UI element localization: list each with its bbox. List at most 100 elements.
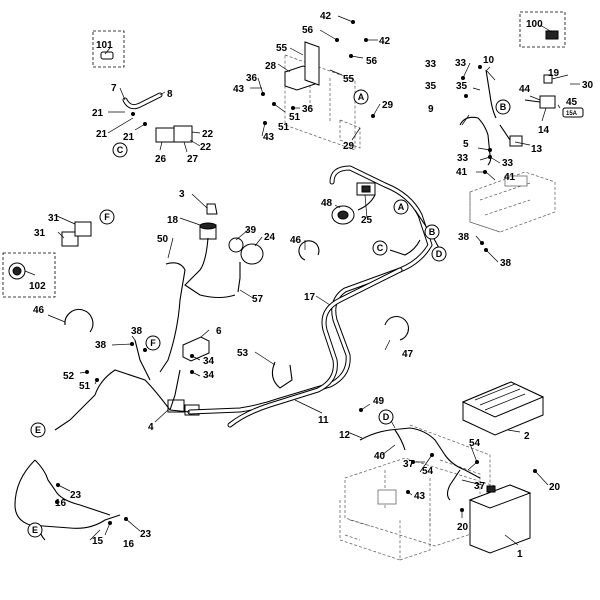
- harness-12: [359, 427, 481, 501]
- part-label: 19: [548, 68, 560, 79]
- part-label: 18: [167, 215, 179, 226]
- part-label: 46: [33, 305, 45, 316]
- ref-E-upper: [30, 422, 46, 438]
- part-label: 34: [203, 356, 215, 367]
- fuse-rating-label: 15A: [566, 111, 578, 117]
- part-label: 16: [123, 539, 135, 550]
- inset-box-102: [2, 252, 56, 298]
- part-27-relay: [173, 125, 193, 143]
- part-label: 10: [483, 55, 495, 66]
- part-label: 48: [321, 198, 333, 209]
- part-label: 2: [524, 431, 530, 442]
- part-label: 53: [237, 348, 249, 359]
- part-14-switch: [539, 95, 556, 109]
- part-label: 21: [96, 129, 108, 140]
- part-label: 40: [374, 451, 386, 462]
- part-label: 37: [474, 481, 486, 492]
- ref-A-top: [353, 89, 369, 105]
- part-label: 25: [361, 215, 373, 226]
- part-101-icon: [100, 51, 114, 60]
- part-label: 15: [92, 536, 104, 547]
- part-label: 38: [131, 326, 143, 337]
- ref-letter: D: [436, 249, 443, 259]
- part-label: 20: [549, 482, 561, 493]
- part-label: 11: [318, 415, 329, 426]
- part-label: 21: [123, 132, 135, 143]
- ref-letter: C: [377, 243, 384, 253]
- part-label: 49: [373, 396, 385, 407]
- part-label: 22: [202, 129, 214, 140]
- part-label: 54: [469, 438, 481, 449]
- ref-D-harness: [431, 246, 447, 262]
- part-label: 8: [167, 89, 173, 100]
- part-2-control-box: [461, 381, 545, 436]
- part-label: 41: [456, 167, 468, 178]
- part-13-connector: [509, 135, 523, 147]
- part-label: 31: [48, 213, 60, 224]
- ref-letter: B: [500, 102, 507, 112]
- part-label: 29: [343, 141, 355, 152]
- part-label: 33: [457, 153, 469, 164]
- part-label: 42: [320, 11, 332, 22]
- part-100-icon: [545, 30, 559, 40]
- part-label: 43: [414, 491, 426, 502]
- part-label: 37: [403, 459, 415, 470]
- ref-E-lower: [27, 522, 43, 538]
- part-label: 41: [504, 172, 516, 183]
- part-label: 56: [366, 56, 378, 67]
- part-label: 43: [263, 132, 275, 143]
- ref-letter: B: [429, 227, 436, 237]
- part-label: 24: [264, 232, 276, 243]
- ref-letter: F: [104, 212, 110, 222]
- fasteners: [55, 20, 537, 525]
- ref-letter: A: [398, 202, 405, 212]
- part-label: 30: [582, 80, 594, 91]
- part-label: 100: [526, 19, 543, 30]
- part-label: 14: [538, 125, 550, 136]
- part-number-labels: 1 2 3 4 5 6 7 8 9 10 11 12 13 14 15 16 1…: [29, 11, 594, 560]
- part-47-ring: [384, 316, 409, 341]
- part-label: 45: [566, 97, 578, 108]
- part-label: 16: [55, 498, 67, 509]
- ref-letter: D: [383, 412, 390, 422]
- part-label: 31: [34, 228, 46, 239]
- ref-letter: E: [32, 525, 38, 535]
- part-label: 56: [302, 25, 314, 36]
- part-label: 33: [502, 158, 514, 169]
- ref-C-top: [112, 142, 128, 158]
- part-label: 101: [96, 40, 113, 51]
- part-label: 55: [343, 74, 355, 85]
- part-label: 26: [155, 154, 167, 165]
- part-label: 33: [425, 59, 437, 70]
- part-label: 57: [252, 294, 264, 305]
- part-label: 54: [422, 466, 434, 477]
- part-label: 46: [290, 235, 302, 246]
- ref-A-harness: [393, 199, 409, 215]
- part-label: 27: [187, 154, 199, 165]
- part-label: 9: [428, 104, 434, 115]
- part-label: 39: [245, 225, 257, 236]
- part-label: 38: [500, 258, 512, 269]
- part-label: 51: [278, 122, 290, 133]
- part-label: 43: [233, 84, 245, 95]
- part-31-relay-b: [74, 221, 92, 237]
- part-label: 42: [379, 36, 391, 47]
- part-label: 52: [63, 371, 75, 382]
- ref-F-left: [99, 209, 115, 225]
- part-label: 55: [276, 43, 288, 54]
- part-label: 36: [302, 104, 314, 115]
- ref-letter: A: [358, 92, 365, 102]
- ref-D-lower: [378, 409, 394, 425]
- inset-box-100: [519, 11, 566, 48]
- part-label: 22: [200, 142, 212, 153]
- part-label: 34: [203, 370, 215, 381]
- part-label: 38: [95, 340, 107, 351]
- part-53-wire: [271, 361, 293, 389]
- part-label: 13: [531, 144, 543, 155]
- part-3-cap: [206, 203, 218, 215]
- part-26-relay: [155, 127, 175, 143]
- part-label: 1: [517, 549, 523, 560]
- ref-B-harness: [424, 224, 440, 240]
- part-label: 5: [463, 139, 469, 150]
